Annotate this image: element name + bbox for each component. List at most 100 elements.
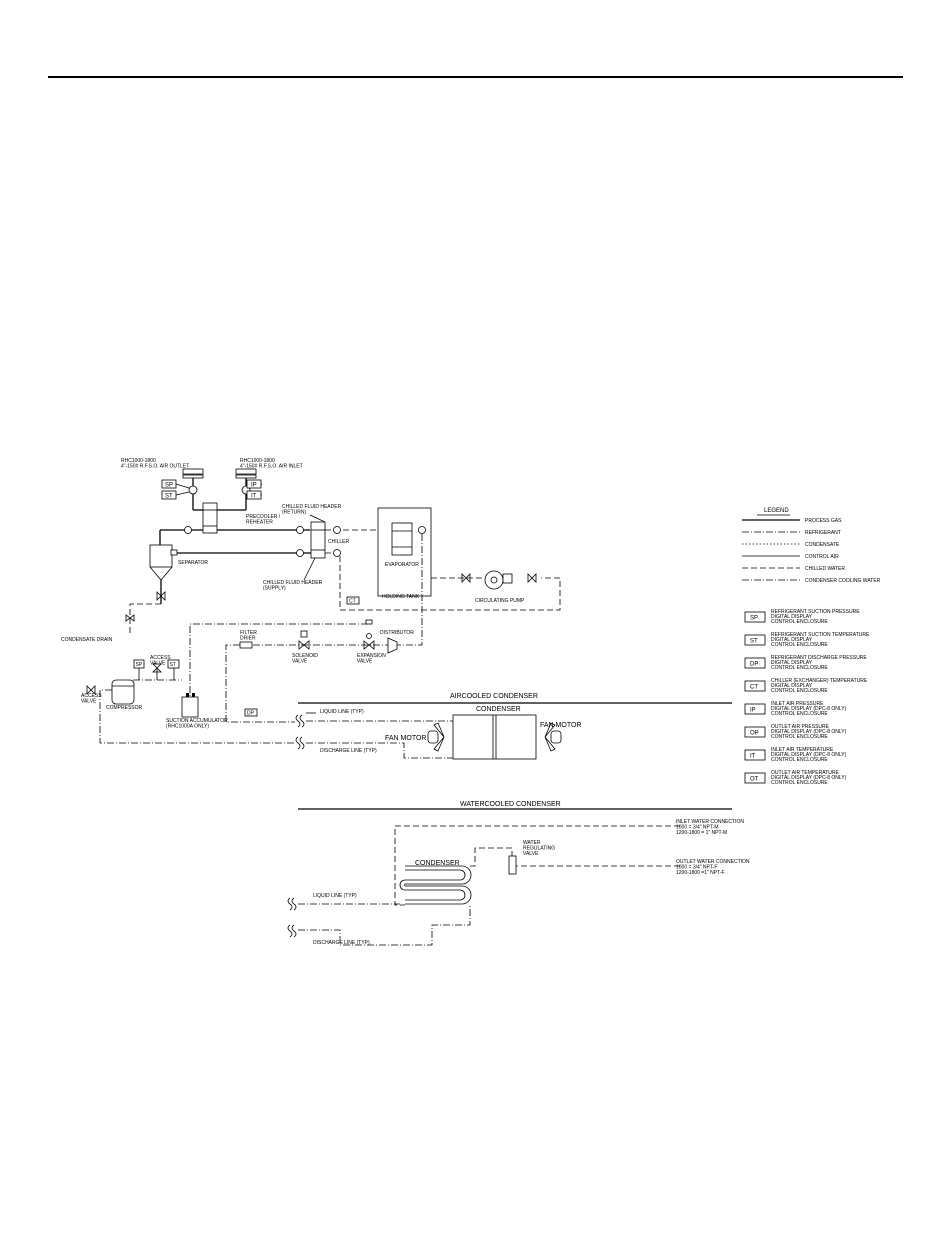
evaporator-label: EVAPORATOR (385, 562, 419, 568)
discharge-line-break-icon (295, 736, 305, 750)
outlet-gauge-icon (188, 485, 198, 495)
suction-accumulator-label: SUCTION ACCUMULATOR(RHC1000A ONLY) (166, 718, 228, 730)
wc-liquid-line-break-icon (287, 897, 297, 911)
aircooled-liquid-line-label: LIQUID LINE (TYP) (320, 709, 364, 715)
chilled-supply-label: CHILLED FLUID HEADER(SUPPLY) (263, 580, 323, 592)
filter-drier-icon (239, 641, 253, 649)
watercooled-title: WATERCOOLED CONDENSER (460, 801, 561, 808)
tag-ct-label: CT (349, 599, 356, 605)
legend-tag-label: OP (750, 731, 759, 737)
chilled-water-section: EVAPORATOR HOLDING TANK CIRCULATING PUMP… (325, 507, 561, 611)
separator-label: SEPARATOR (178, 560, 208, 566)
legend: LEGEND PROCESS GAS REFRIGERANT CONDENSATE C… (742, 508, 881, 786)
legend-title: LEGEND (764, 508, 789, 514)
legend-line-label: CONTROL AIR (805, 554, 839, 560)
tag-it-label: IT (251, 494, 257, 500)
evaporator (391, 522, 413, 556)
fan-right-icon (544, 722, 556, 752)
legend-line-label: REFRIGERANT (805, 530, 841, 536)
inlet-flange (235, 468, 257, 475)
access-valve-top-icon (152, 663, 162, 673)
drain-valve-icon (125, 614, 135, 622)
inlet-flange-b (235, 474, 257, 479)
watercooled-condenser-label: CONDENSER (415, 860, 460, 867)
wc-discharge-line-label: DISCHARGE LINE (TYP) (313, 940, 370, 946)
legend-line-label: CHILLED WATER (805, 566, 845, 572)
fan-motor-left-label: FAN MOTOR (385, 735, 426, 742)
legend-tag-box (744, 726, 766, 738)
condensate-drain-label: CONDENSATE DRAIN (61, 637, 113, 643)
outlet-flange (182, 468, 204, 475)
aircooled-condenser-section: AIRCOOLED CONDENSER CONDENSER FAN MOTOR … (295, 693, 732, 760)
tag-ip-label: IP (251, 483, 257, 489)
compressor-label: COMPRESSOR (106, 705, 143, 711)
legend-tag-box (744, 657, 766, 669)
tag-dp (244, 708, 258, 717)
chiller (310, 521, 326, 559)
fan-motor-right-label: FAN MOTOR (540, 722, 581, 729)
tag-st-top (161, 490, 177, 500)
circulating-pump-label: CIRCULATING PUMP (475, 598, 525, 604)
aircooled-title: AIRCOOLED CONDENSER (450, 693, 538, 700)
legend-tag-label: SP (750, 616, 758, 622)
legend-tag-label: ST (750, 639, 758, 645)
precooler-label: PRECOOLER /REHEATER (246, 514, 281, 526)
tag-sp-top-label: SP (165, 483, 173, 489)
liquid-line-break-icon (295, 714, 305, 728)
tag-ip (246, 479, 262, 489)
legend-line-label: CONDENSATE (805, 542, 840, 548)
expansion-valve-icon (363, 640, 375, 650)
separator-drain-valve-icon (156, 591, 166, 601)
solenoid-valve-icon (298, 640, 310, 650)
tag-sp-top (161, 479, 177, 489)
water-regulating-valve-icon (508, 855, 517, 875)
tag-st-top-label: ST (165, 494, 173, 500)
legend-line-label: CONDENSER COOLING WATER (805, 578, 881, 584)
separator (149, 544, 173, 568)
wc-discharge-line-break-icon (287, 924, 297, 938)
holding-tank-label: HOLDING TANK (382, 594, 420, 600)
legend-tag-box (744, 772, 766, 784)
distributor-label: DISTRIBUTOR (380, 630, 414, 636)
fan-left-icon (433, 722, 445, 752)
aircooled-discharge-line-label: DISCHARGE LINE (TYP) (320, 748, 377, 754)
chilled-return-label: CHILLED FLUID HEADER(RETURN) (282, 504, 342, 516)
tag-ct (346, 596, 360, 605)
legend-tag-box (744, 634, 766, 646)
legend-tag-label: OT (750, 777, 759, 783)
legend-line-label: PROCESS GAS (805, 518, 842, 524)
tag-sp-comp (133, 659, 145, 669)
wc-liquid-line-label: LIQUID LINE (TYP) (313, 893, 357, 899)
legend-tag-box (744, 749, 766, 761)
suction-accumulator (181, 696, 199, 718)
precooler-reheater (202, 502, 218, 534)
legend-tag-label: CT (750, 685, 758, 691)
watercooled-coil (399, 865, 472, 905)
tag-st-comp (167, 659, 180, 669)
outlet-flange-b (182, 474, 204, 479)
fan-motor-right-icon (550, 730, 562, 744)
legend-tag-label: IT (750, 754, 756, 760)
pump-valve-right-icon (527, 573, 537, 583)
distributor-icon (387, 637, 398, 654)
legend-tag-box (744, 703, 766, 715)
aircooled-condenser (452, 714, 537, 760)
fan-motor-left-icon (427, 730, 439, 744)
